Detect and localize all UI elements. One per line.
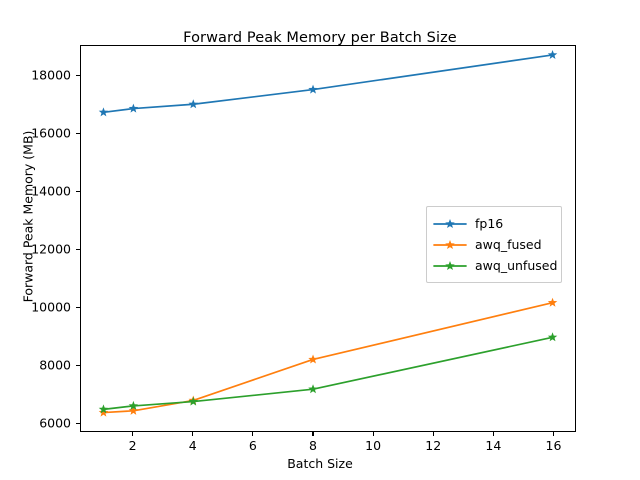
data-point-marker — [308, 384, 318, 394]
series-awq_unfused — [98, 332, 558, 414]
y-tick-mark — [76, 132, 80, 134]
y-tick-label: 12000 — [31, 241, 71, 257]
data-point-marker — [308, 84, 318, 94]
legend-label: fp16 — [475, 216, 504, 231]
y-tick-label: 10000 — [31, 299, 71, 315]
x-axis-label: Batch Size — [287, 456, 353, 471]
x-tick-label: 12 — [425, 438, 442, 453]
chart-title: Forward Peak Memory per Batch Size — [183, 30, 457, 46]
x-tick-label: 8 — [308, 438, 317, 453]
x-tick-mark — [372, 432, 374, 436]
series-line — [102, 54, 554, 114]
legend-item-awq_unfused[interactable]: awq_unfused — [433, 255, 557, 276]
data-point-marker — [547, 297, 558, 307]
series-line — [102, 301, 554, 414]
data-point-marker — [188, 396, 199, 406]
legend: fp16 awq_fused awq_unfused — [426, 206, 562, 283]
data-point-marker — [308, 354, 318, 364]
series-canvas — [98, 49, 558, 417]
legend-marker-icon — [433, 238, 467, 252]
x-tick-mark — [132, 432, 134, 436]
data-point-marker — [188, 99, 199, 109]
data-point-marker — [98, 404, 109, 414]
y-tick-mark — [76, 422, 80, 424]
legend-item-fp16[interactable]: fp16 — [433, 213, 553, 234]
y-tick-mark — [76, 248, 80, 250]
x-tick-mark — [192, 432, 194, 436]
x-tick-label: 16 — [545, 438, 562, 453]
x-tick-mark — [252, 432, 254, 436]
data-point-marker — [128, 405, 139, 415]
y-tick-mark — [76, 306, 80, 308]
series-fp16 — [98, 49, 558, 117]
legend-item-awq_fused[interactable]: awq_fused — [433, 234, 553, 255]
series-line — [102, 336, 554, 411]
y-tick-label: 8000 — [39, 357, 71, 373]
y-tick-label: 16000 — [31, 125, 71, 141]
x-tick-label: 6 — [248, 438, 257, 453]
plot-area — [80, 45, 576, 432]
data-point-marker — [98, 107, 109, 117]
x-tick-mark — [432, 432, 434, 436]
y-tick-label: 18000 — [31, 67, 71, 83]
data-point-marker — [547, 332, 558, 342]
x-tick-mark — [552, 432, 555, 436]
legend-marker-icon — [433, 259, 467, 273]
y-tick-label: 6000 — [39, 415, 71, 431]
x-tick-label: 10 — [365, 438, 382, 453]
data-point-marker — [128, 103, 139, 113]
series-awq_fused — [98, 297, 558, 417]
data-point-marker — [128, 400, 139, 410]
x-tick-label: 14 — [485, 438, 502, 453]
x-tick-label: 4 — [188, 438, 197, 453]
y-tick-mark — [76, 190, 80, 192]
data-point-marker — [547, 49, 558, 59]
y-tick-label: 14000 — [31, 183, 71, 199]
x-tick-label: 2 — [128, 438, 137, 453]
legend-label: awq_unfused — [475, 258, 558, 273]
y-tick-mark — [76, 364, 80, 366]
y-axis-tick-labels: 6000 8000 10000 12000 14000 16000 18000 — [0, 0, 71, 480]
legend-label: awq_fused — [475, 237, 542, 252]
data-point-marker — [98, 407, 109, 417]
y-tick-mark — [76, 74, 80, 77]
legend-marker-icon — [433, 217, 467, 231]
x-tick-mark — [312, 432, 314, 436]
y-axis-label: Forward Peak Memory (MB) — [20, 130, 36, 303]
x-tick-mark — [492, 432, 494, 436]
